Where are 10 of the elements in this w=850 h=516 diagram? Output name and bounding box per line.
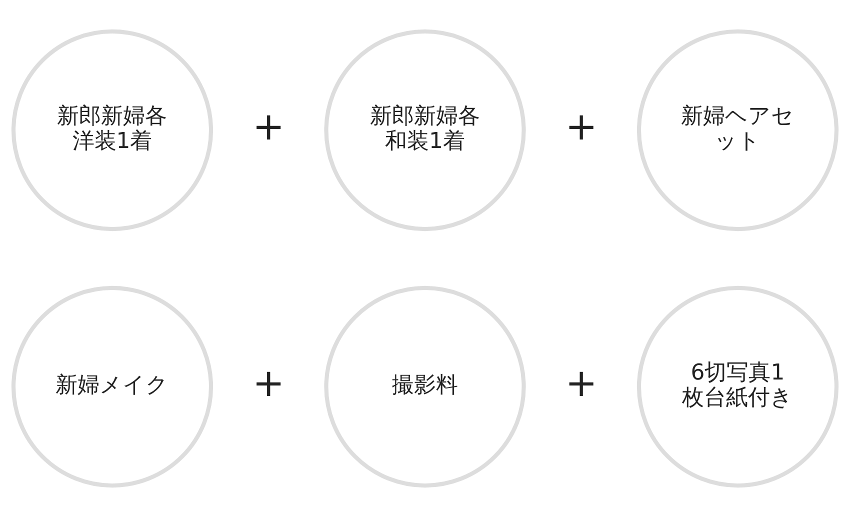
node-circle: 新郎新婦各和装1着	[324, 28, 526, 231]
node-circle: 新婦ヘアセット	[636, 28, 839, 231]
label: +	[565, 360, 598, 406]
label: +	[565, 104, 598, 150]
node-circle: 撮影料	[324, 285, 526, 488]
node-circle: 6切写真1枚台紙付き	[636, 285, 839, 488]
node-circle: 新婦メイク	[11, 285, 214, 488]
label: +	[252, 104, 285, 150]
node-circle: 新郎新婦各洋装1着	[11, 28, 214, 231]
label: +	[252, 360, 285, 406]
